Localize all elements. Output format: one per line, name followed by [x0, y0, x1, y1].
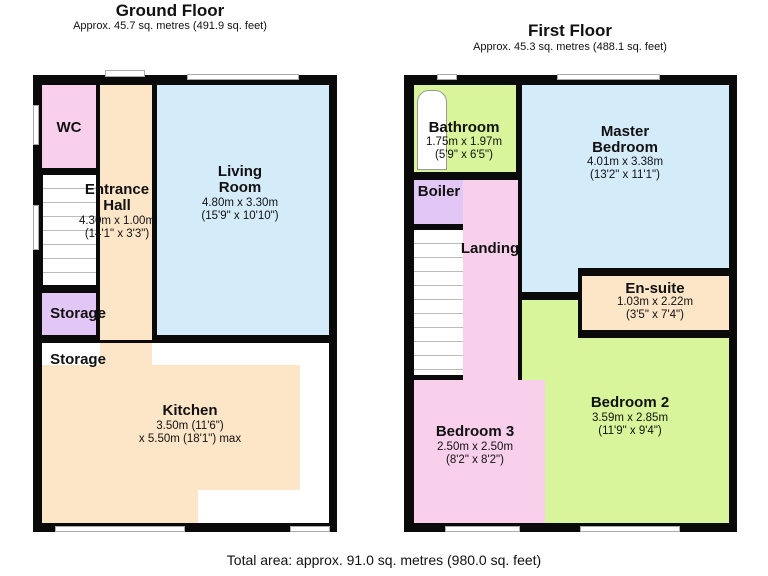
landing-label: Landing	[460, 240, 520, 257]
kitchen-dim-ft: x 5.50m (18'1") max	[138, 433, 242, 445]
kitchen-patio-door	[55, 526, 185, 532]
room-bedroom-3	[414, 380, 545, 523]
bedroom-3-dim-ft: (8'2" x 8'2")	[446, 454, 504, 466]
bedroom-3-label: Bedroom 3	[435, 423, 515, 440]
bedroom-3-dim-m: 2.50m x 2.50m	[436, 441, 514, 453]
bath-tub	[417, 90, 447, 170]
living-label-2: Room	[218, 179, 262, 196]
first-floor-title: First Floor	[527, 21, 613, 40]
kitchen-floor-left	[42, 380, 102, 388]
room-boiler	[414, 180, 463, 224]
room-living	[157, 85, 329, 335]
room-storage-1	[42, 293, 96, 335]
master-wardrobe	[522, 268, 578, 292]
bathroom-window	[437, 74, 457, 80]
ground-floor-area: Approx. 45.7 sq. metres (491.9 sq. feet)	[73, 20, 267, 32]
wc-window	[33, 105, 39, 145]
hall-label-1: Entrance	[84, 181, 150, 198]
master-dim-ft: (13'2" x 11'1")	[590, 169, 660, 181]
ensuite-label: En-suite	[625, 280, 685, 297]
stairs-window	[33, 205, 39, 250]
room-master-bedroom	[522, 85, 729, 268]
first-stairs	[414, 230, 468, 375]
room-bedroom-2	[549, 338, 729, 523]
room-wc	[42, 85, 96, 168]
room-ensuite	[582, 276, 729, 330]
kitchen-floor	[42, 385, 300, 490]
ensuite-dim-ft: (3'5" x 7'4")	[626, 309, 684, 321]
kitchen-floor-top	[42, 365, 300, 387]
room-hall	[100, 85, 152, 340]
kitchen-label: Kitchen	[162, 402, 218, 419]
master-label-2: Bedroom	[592, 139, 658, 156]
storage-2-label: Storage	[50, 351, 106, 368]
bedroom-2-label: Bedroom 2	[590, 394, 670, 411]
bedroom-2-dim-m: 3.59m x 2.85m	[591, 412, 669, 424]
ground-floor-title: Ground Floor	[115, 1, 225, 20]
hall-label-2: Hall	[103, 197, 131, 214]
first-floor-area: Approx. 45.3 sq. metres (488.1 sq. feet)	[473, 41, 667, 53]
ensuite-dim-m: 1.03m x 2.22m	[616, 296, 694, 308]
living-dim-m: 4.80m x 3.30m	[201, 197, 279, 209]
living-window	[187, 74, 299, 80]
hall-dim-m: 4.30m x 1.00m	[78, 215, 156, 227]
bedroom-3-window	[445, 526, 520, 532]
boiler-label: Boiler	[417, 183, 461, 200]
kitchen-dim-m: 3.50m (11'6")	[156, 420, 224, 432]
bathroom-dim-m: 1.75m x 1.97m	[425, 136, 503, 148]
master-label-1: Master	[600, 123, 650, 140]
bathroom-dim-ft: (5'9" x 6'5")	[435, 149, 493, 161]
bathroom-label: Bathroom	[428, 119, 500, 136]
living-dim-ft: (15'9" x 10'10")	[201, 210, 279, 222]
ground-floor-plan: WC Entrance Hall 4.30m x 1.00m (14'1" x …	[33, 70, 337, 532]
total-area: Total area: approx. 91.0 sq. metres (980…	[226, 552, 542, 568]
hall-end	[100, 343, 152, 365]
bedroom-2-dim-ft: (11'9" x 9'4")	[598, 425, 662, 437]
master-window	[557, 74, 660, 80]
living-label-1: Living	[217, 163, 263, 180]
master-dim-m: 4.01m x 3.38m	[586, 156, 664, 168]
ground-stairs	[43, 175, 96, 285]
kitchen-window	[290, 526, 330, 532]
storage-1-label: Storage	[50, 305, 106, 322]
bedroom-2-window	[580, 526, 680, 532]
hall-dim-ft: (14'1" x 3'3")	[84, 228, 150, 240]
kitchen-floor-bottom	[42, 488, 198, 523]
wc-label: WC	[56, 119, 82, 136]
front-door-frame	[105, 70, 145, 77]
room-landing	[463, 180, 518, 380]
